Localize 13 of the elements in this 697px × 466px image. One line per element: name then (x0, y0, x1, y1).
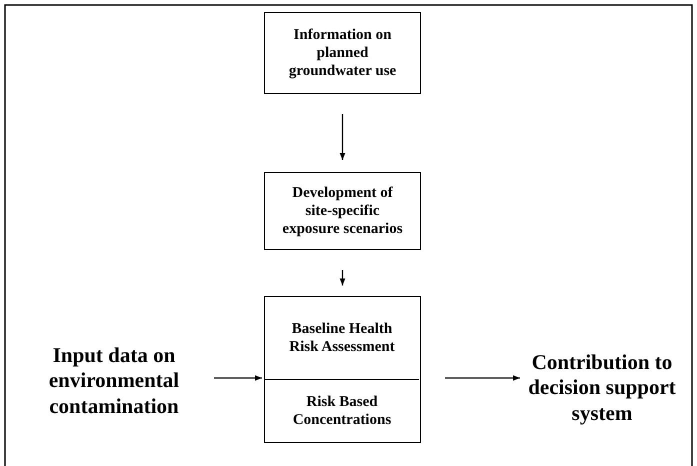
process-box (264, 172, 421, 250)
flow-text: Input data on environmental contamination (48, 343, 180, 419)
arrow (214, 375, 262, 381)
arrow (445, 375, 520, 381)
flow-text: Contribution to decision support system (527, 350, 677, 426)
flow-text: Baseline Health Risk Assessment (288, 320, 396, 356)
arrow (340, 114, 346, 160)
arrow (340, 270, 346, 286)
box-label: Development of site-specific exposure scenarios (281, 184, 404, 238)
group-box (264, 296, 421, 443)
box-label: Risk Based Concentrations (292, 392, 392, 428)
box-label: Information on planned groundwater use (288, 26, 398, 80)
process-box (264, 12, 421, 94)
